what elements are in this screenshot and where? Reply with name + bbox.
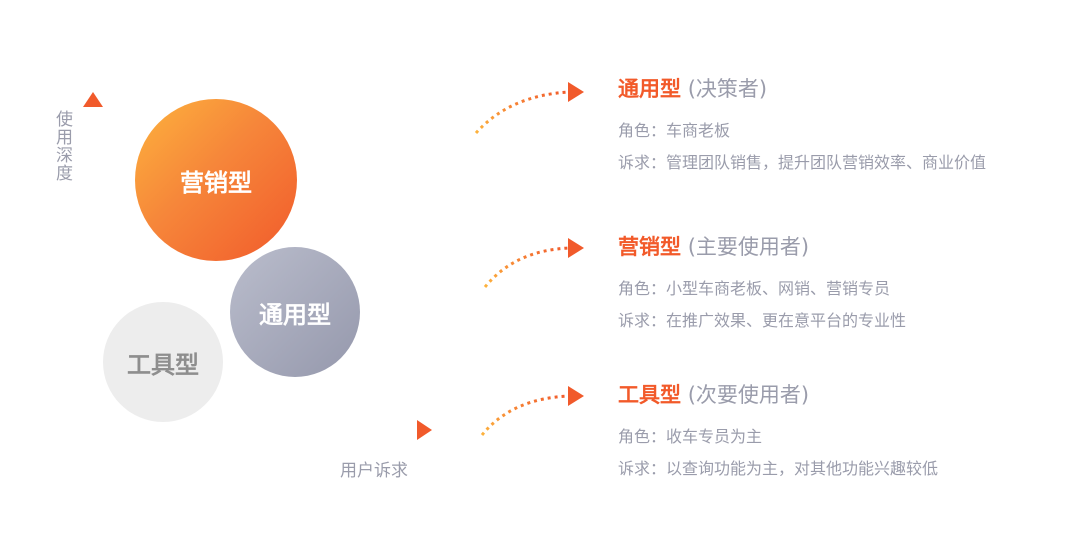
arrow-right-icon <box>417 420 432 440</box>
item-role: 角色：车商老板 <box>618 121 731 140</box>
marketing-type-circle: 营销型 <box>135 99 297 261</box>
pointer-arrow-3 <box>480 386 584 436</box>
x-axis-label: 用户诉求 <box>340 461 408 481</box>
item-demand: 诉求：在推广效果、更在意平台的专业性 <box>618 311 907 330</box>
item-role: 角色：小型车商老板、网销、营销专员 <box>618 279 891 298</box>
item-title-tool: 工具型 (次要使用者) <box>618 383 810 407</box>
item-title-general: 通用型 (决策者) <box>618 77 768 101</box>
arrow-up-icon <box>83 92 103 107</box>
tool-type-circle: 工具型 <box>103 302 223 422</box>
x-axis <box>93 420 432 440</box>
item-role: 角色：收车专员为主 <box>618 427 763 446</box>
item-demand: 诉求：以查询功能为主，对其他功能兴趣较低 <box>618 459 939 478</box>
item-title-marketing: 营销型 (主要使用者) <box>618 235 810 259</box>
pointer-arrow-1 <box>474 82 584 135</box>
y-axis-label: 使用深度 <box>52 110 72 182</box>
general-type-circle: 通用型 <box>230 247 360 377</box>
y-axis <box>83 92 103 430</box>
item-demand: 诉求：管理团队销售，提升团队营销效率、商业价值 <box>618 153 987 172</box>
pointer-arrow-2 <box>483 238 584 288</box>
